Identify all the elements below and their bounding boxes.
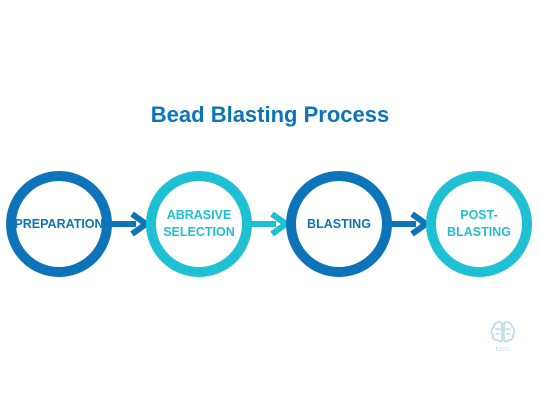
step-label: ABRASIVE SELECTION bbox=[163, 208, 235, 239]
step-post-blasting: POST-BLASTING bbox=[426, 171, 532, 277]
arrow-right-icon bbox=[248, 211, 290, 237]
step-preparation: PREPARATION bbox=[6, 171, 112, 277]
step-label: PREPARATION bbox=[14, 216, 104, 231]
step-blasting: BLASTING bbox=[286, 171, 392, 277]
step-abrasive-selection: ABRASIVE SELECTION bbox=[146, 171, 252, 277]
diagram-title: Bead Blasting Process bbox=[150, 102, 390, 127]
arrow-right-icon bbox=[388, 211, 430, 237]
brand-logo: EZIIL bbox=[486, 320, 520, 374]
step-label: POST-BLASTING bbox=[447, 208, 511, 239]
arrow-right-icon bbox=[108, 211, 150, 237]
logo-text: EZIIL bbox=[495, 347, 511, 353]
brain-logo-icon bbox=[490, 321, 516, 343]
step-label: BLASTING bbox=[307, 216, 371, 231]
